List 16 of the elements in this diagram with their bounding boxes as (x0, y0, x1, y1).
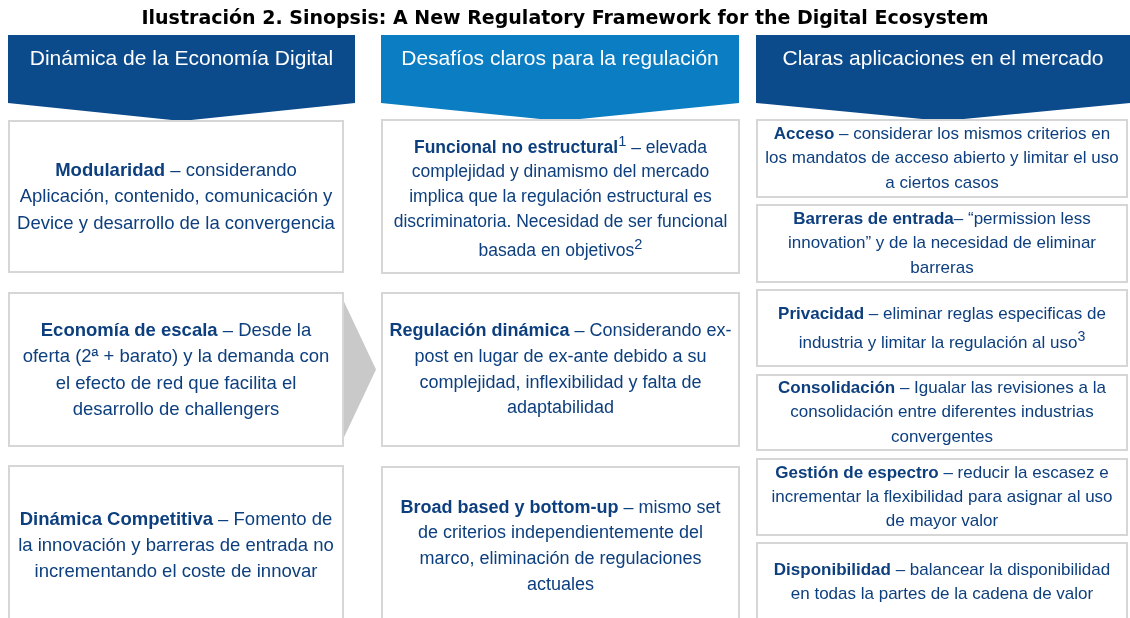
text-box: Acceso – considerar los mismos criterios en los mandatos de acceso abierto y limitar el uso a ciertos casos (756, 119, 1128, 198)
text-box: Disponibilidad – balancear la disponibilidad en todas la partes de la cadena de valor (756, 542, 1128, 618)
text-box: Economía de escala – Desde la oferta (2ª + barato) y la demanda con el efecto de red que facilita el desarrollo de challengers (8, 292, 344, 447)
text-box: Modularidad – considerando Aplicación, contenido, comunicación y Device y desarrollo de la convergencia (8, 120, 344, 273)
header-banner: Claras aplicaciones en el mercado (756, 35, 1130, 121)
text-box: Gestión de espectro – reducir la escasez e incrementar la flexibilidad para asignar al uso de mayor valor (756, 458, 1128, 536)
text-box: Consolidación – Igualar las revisiones a la consolidación entre diferentes industrias convergentes (756, 374, 1128, 451)
text-box: Broad based y bottom-up – mismo set de criterios independientemente del marco, eliminación de regulaciones actuales (381, 466, 740, 618)
figure-title: Ilustración 2. Sinopsis: A New Regulatory Framework for the Digital Ecosystem (140, 6, 990, 28)
text-box: Barreras de entrada– “permission less innovation” y de la necesidad de eliminar barreras (756, 204, 1128, 283)
text-box: Privacidad – eliminar reglas especificas de industria y limitar la regulación al uso$^{3}$ (756, 289, 1128, 367)
text-box: Funcional no estructural$^{1}$ – elevada complejidad y dinamismo del mercado implica que la regulación estructural es discriminatoria. Necesidad de ser funcional basada en objetivos$^{2}$ (381, 119, 740, 274)
header-banner: Dinámica de la Economía Digital (8, 35, 355, 121)
header-banner: Desafíos claros para la regulación (381, 35, 739, 121)
text-box: Regulación dinámica – Considerando ex-post en lugar de ex-ante debido a su complejidad, inflexibilidad y falta de adaptabilidad (381, 292, 740, 447)
text-box: Dinámica Competitiva – Fomento de la innovación y barreras de entrada no incrementando el coste de innovar (8, 465, 344, 618)
